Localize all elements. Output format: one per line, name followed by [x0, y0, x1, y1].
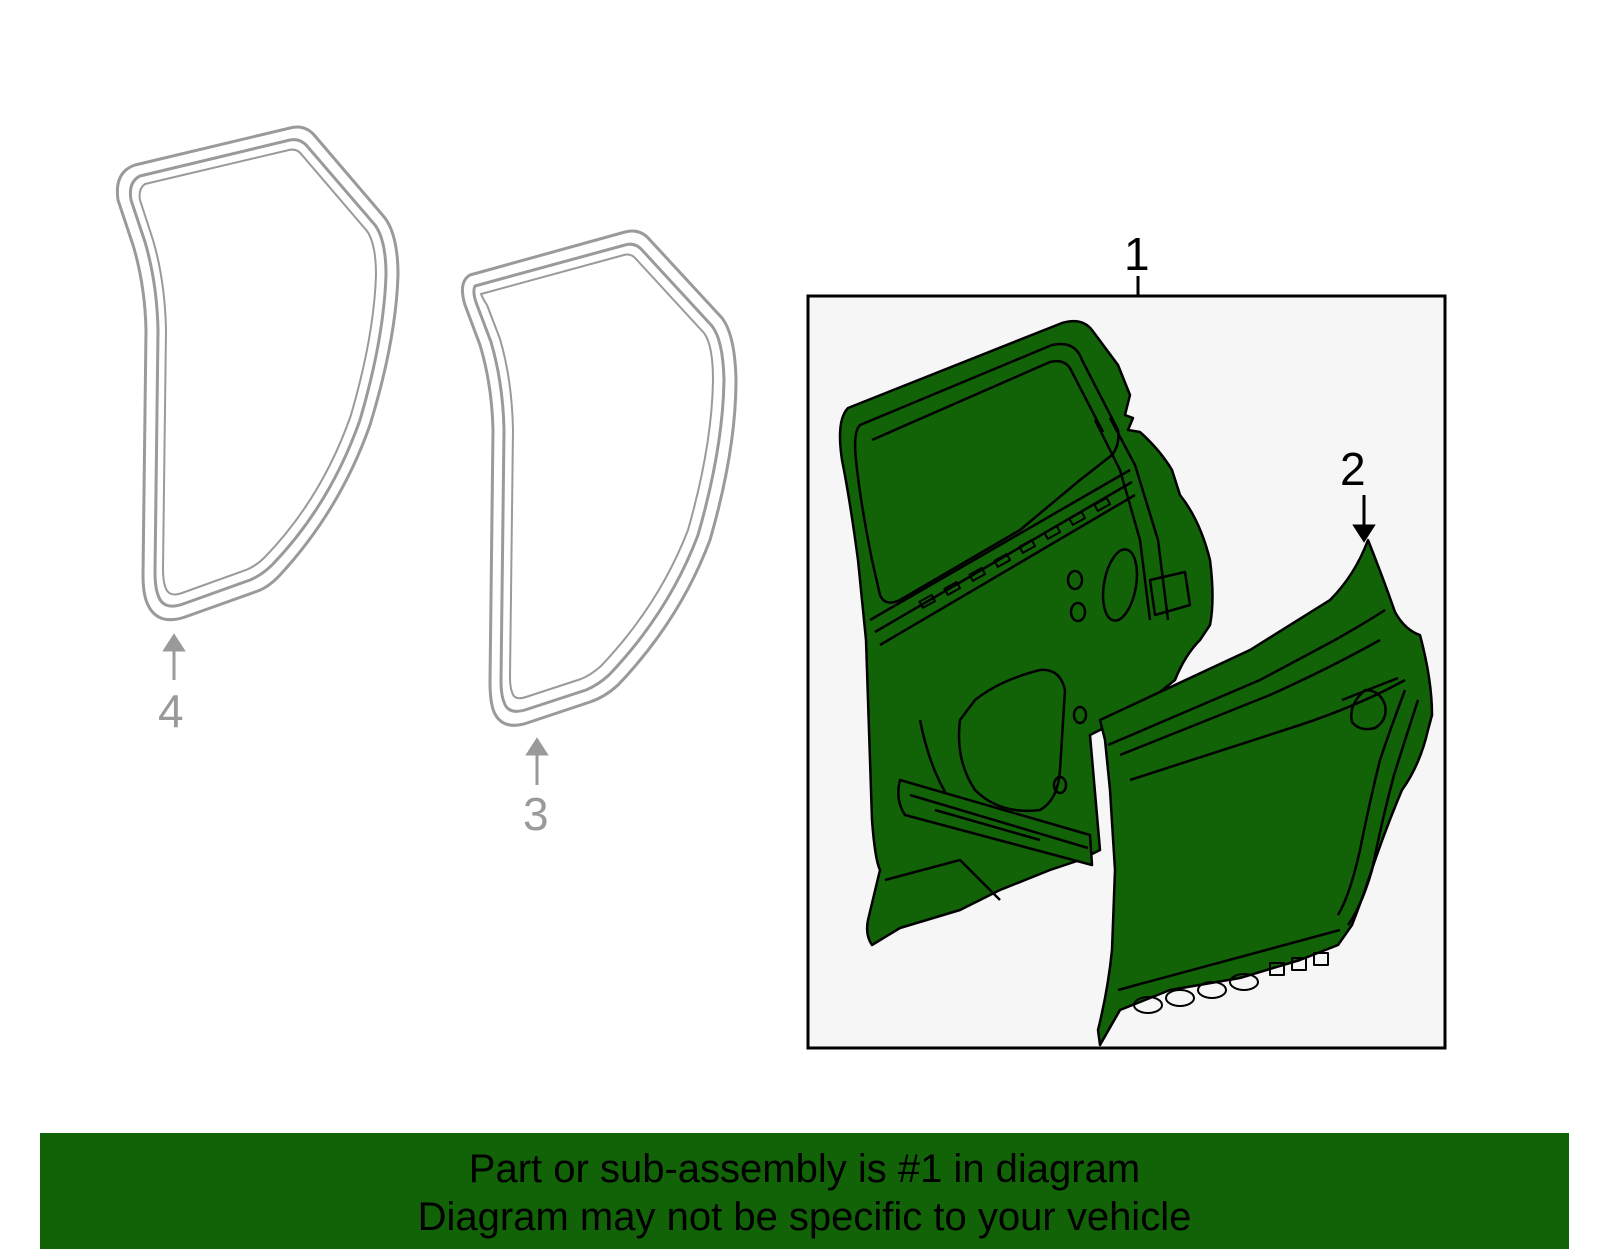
- callout-4: 4: [158, 685, 184, 737]
- callout-3: 3: [523, 788, 549, 840]
- weatherstrip-seal-3[interactable]: [460, 229, 738, 727]
- arrow-3: [525, 737, 549, 785]
- info-banner: Part or sub-assembly is #1 in diagram Di…: [40, 1133, 1569, 1249]
- callout-2: 2: [1340, 443, 1366, 495]
- banner-line-2: Diagram may not be specific to your vehi…: [417, 1195, 1192, 1239]
- outer-skin-panel[interactable]: [1096, 538, 1434, 1047]
- arrow-4: [162, 633, 186, 680]
- door-shell[interactable]: [838, 319, 1214, 947]
- banner-line-1: Part or sub-assembly is #1 in diagram: [468, 1147, 1141, 1191]
- arrow-2: [1352, 495, 1376, 543]
- weatherstrip-seal-4[interactable]: [115, 125, 400, 622]
- callout-1: 1: [1124, 228, 1150, 280]
